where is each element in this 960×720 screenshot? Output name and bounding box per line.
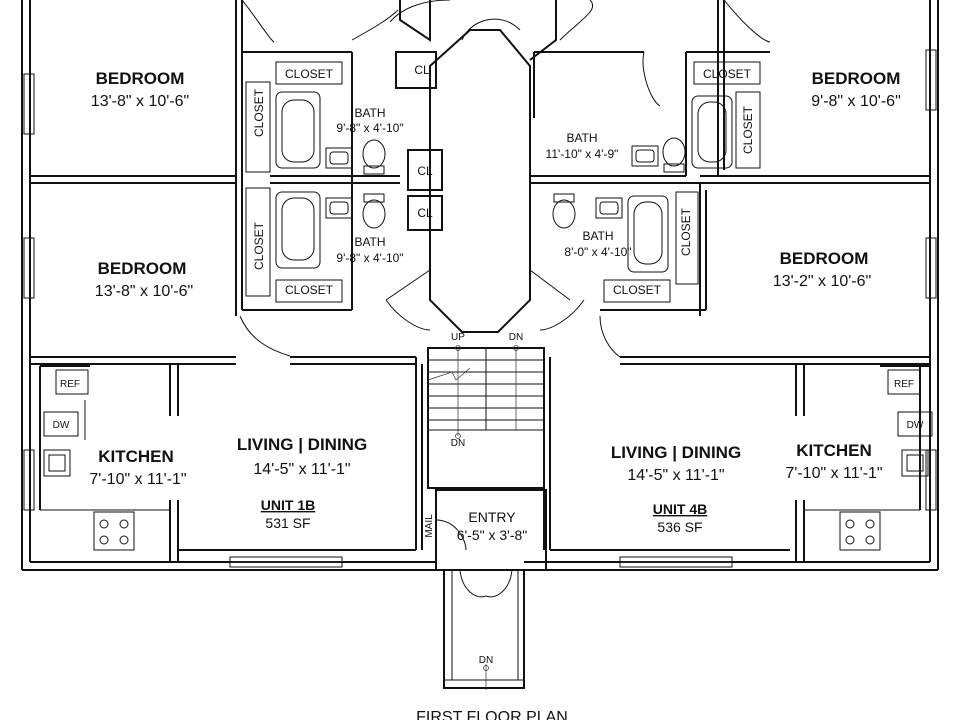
- dw-label: DW: [907, 420, 924, 431]
- room-living-left: LIVING | DINING 14'-5" x 11'-1" UNIT 1B …: [237, 435, 367, 531]
- unit-name: UNIT 1B: [261, 497, 315, 513]
- stair-labels: UP DN DN DN MAIL: [424, 332, 523, 666]
- room-dims: 11'-10" x 4'-9": [546, 147, 619, 161]
- room-dims: 9'-8" x 10'-6": [811, 93, 901, 110]
- room-name: LIVING | DINING: [611, 443, 741, 462]
- room-kitchen-left: KITCHEN 7'-10" x 11'-1": [89, 447, 186, 488]
- room-dims: 14'-5" x 11'-1": [253, 461, 350, 478]
- closet-label: CLOSET: [679, 207, 693, 256]
- closet-label: CLOSET: [285, 67, 334, 81]
- closet-label: CLOSET: [703, 67, 752, 81]
- closet-label: CLOSET: [741, 105, 755, 154]
- interior-walls-left: [30, 0, 930, 562]
- closet-label: CLOSET: [285, 283, 334, 297]
- closet-label: CLOSET: [252, 88, 266, 137]
- room-dims: 9'-8" x 4'-10": [336, 121, 403, 135]
- room-bedroom-mid-left: BEDROOM 13'-8" x 10'-6": [95, 259, 193, 300]
- unit-area: 536 SF: [657, 519, 702, 535]
- fixtures-left: [43, 0, 399, 551]
- dn-label: DN: [509, 332, 523, 343]
- room-dims: 7'-10" x 11'-1": [89, 471, 186, 488]
- unit-area: 531 SF: [265, 515, 310, 531]
- room-dims: 8'-0" x 4'-10": [564, 245, 631, 259]
- appliance-labels: REF DW REF DW: [53, 379, 924, 431]
- room-bedroom-top-left: BEDROOM 13'-8" x 10'-6": [91, 69, 189, 110]
- up-label: UP: [451, 332, 465, 343]
- room-dims: 13'-8" x 10'-6": [91, 93, 189, 110]
- room-bath-mid-right: BATH 8'-0" x 4'-10": [564, 229, 631, 259]
- room-dims: 6'-5" x 3'-8": [457, 527, 528, 543]
- room-bedroom-top-right: BEDROOM 9'-8" x 10'-6": [811, 69, 901, 110]
- room-name: BEDROOM: [812, 69, 901, 88]
- closet-labels: CLOSET CLOSET CLOSET CLOSET CLOSET CLOSE…: [252, 63, 755, 297]
- room-name: LIVING | DINING: [237, 435, 367, 454]
- room-name: BEDROOM: [96, 69, 185, 88]
- cl-label: CL: [414, 63, 430, 77]
- closet-label: CLOSET: [613, 283, 662, 297]
- dn-label: DN: [451, 438, 465, 449]
- ref-label: REF: [60, 379, 80, 390]
- exterior-walls: [21, 0, 939, 571]
- room-bath-top-left: BATH 9'-8" x 4'-10": [336, 106, 403, 135]
- room-name: BATH: [566, 131, 597, 145]
- room-name: BEDROOM: [780, 249, 869, 268]
- cl-label: CL: [417, 206, 433, 220]
- unit-name: UNIT 4B: [653, 501, 707, 517]
- room-name: BATH: [582, 229, 613, 243]
- dw-label: DW: [53, 420, 70, 431]
- central-core: [239, 0, 621, 690]
- dn-label: DN: [479, 655, 493, 666]
- room-name: BEDROOM: [98, 259, 187, 278]
- room-dims: 9'-8" x 4'-10": [336, 251, 403, 265]
- room-bath-mid-left: BATH 9'-8" x 4'-10": [336, 235, 403, 265]
- room-entry: ENTRY 6'-5" x 3'-8": [457, 509, 528, 543]
- room-name: KITCHEN: [796, 441, 872, 460]
- ref-label: REF: [894, 379, 914, 390]
- fixtures-right: [552, 0, 933, 551]
- room-name: ENTRY: [468, 509, 516, 525]
- room-dims: 13'-2" x 10'-6": [773, 273, 871, 290]
- closet-label: CLOSET: [252, 221, 266, 270]
- room-dims: 14'-5" x 11'-1": [627, 467, 724, 484]
- room-kitchen-right: KITCHEN 7'-10" x 11'-1": [785, 441, 882, 482]
- room-name: BATH: [354, 106, 385, 120]
- room-bedroom-mid-right: BEDROOM 13'-2" x 10'-6": [773, 249, 871, 290]
- cl-label: CL: [417, 164, 433, 178]
- room-name: BATH: [354, 235, 385, 249]
- room-dims: 7'-10" x 11'-1": [785, 465, 882, 482]
- mail-label: MAIL: [424, 514, 435, 538]
- interior-walls-right: [530, 0, 930, 562]
- room-living-right: LIVING | DINING 14'-5" x 11'-1" UNIT 4B …: [611, 443, 741, 535]
- room-name: KITCHEN: [98, 447, 174, 466]
- room-bath-top-right: BATH 11'-10" x 4'-9": [546, 131, 619, 161]
- room-dims: 13'-8" x 10'-6": [95, 283, 193, 300]
- plan-title: FIRST FLOOR PLAN: [416, 709, 568, 720]
